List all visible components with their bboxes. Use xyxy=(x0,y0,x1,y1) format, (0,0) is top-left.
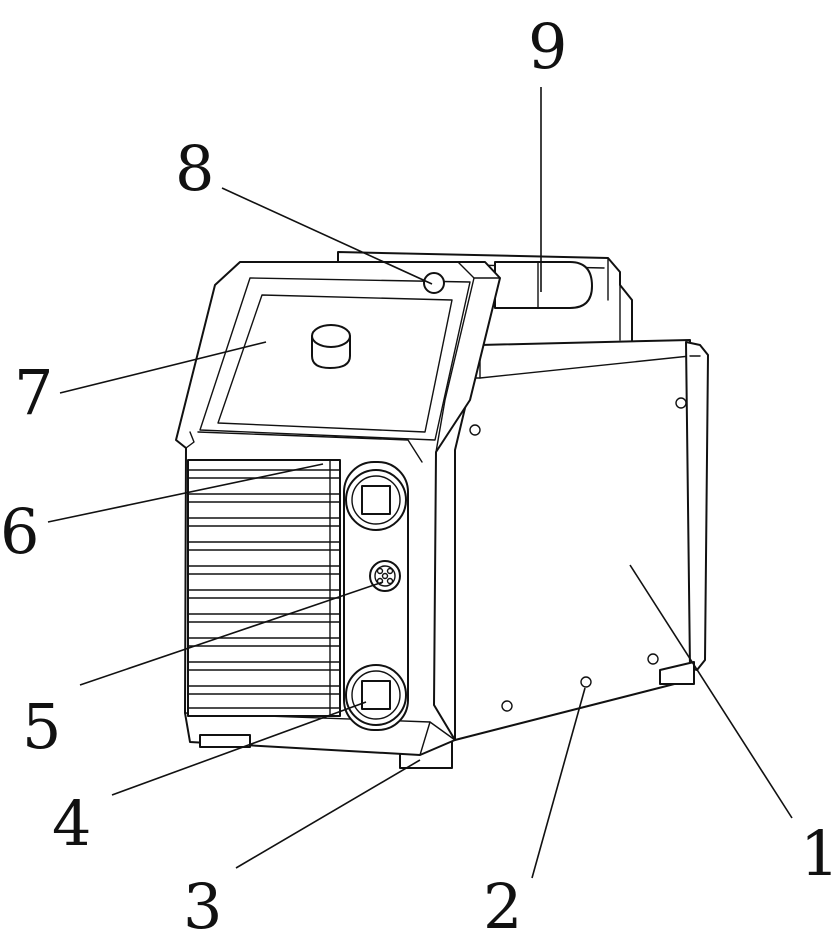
callout-8: 8 xyxy=(175,132,214,205)
callout-9: 9 xyxy=(528,10,567,83)
leader-1 xyxy=(630,565,792,818)
callout-3: 3 xyxy=(183,870,222,935)
callout-6: 6 xyxy=(0,495,39,568)
leader-3 xyxy=(236,760,420,868)
callout-7: 7 xyxy=(14,356,53,429)
callout-5: 5 xyxy=(22,690,61,763)
callout-4: 4 xyxy=(52,787,91,860)
control-strip xyxy=(344,462,408,730)
callout-2: 2 xyxy=(483,870,522,935)
feet xyxy=(200,735,250,747)
callout-1: 1 xyxy=(800,817,838,890)
vent-grille xyxy=(188,460,340,716)
